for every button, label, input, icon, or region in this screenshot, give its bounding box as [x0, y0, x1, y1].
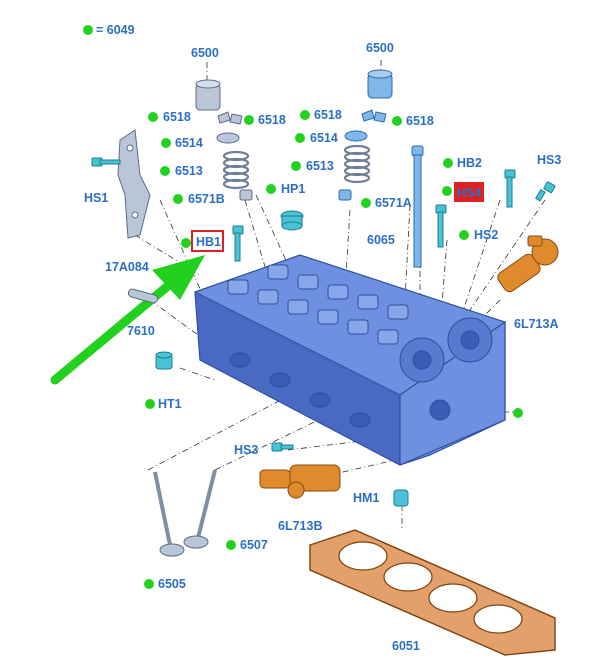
- bolt-icon: [435, 204, 447, 248]
- label-HS4[interactable]: HS4: [457, 186, 481, 200]
- label-HS2[interactable]: HS2: [474, 228, 498, 242]
- tappet-icon: [367, 69, 393, 99]
- sleeve-icon: [393, 489, 409, 507]
- gasket-icon: [309, 529, 556, 656]
- solenoid-icon: [259, 464, 341, 499]
- solenoid-icon: [497, 235, 559, 293]
- plug-icon: [280, 210, 304, 231]
- label-6514[interactable]: 6514: [310, 131, 338, 145]
- label-6500[interactable]: 6500: [191, 46, 219, 60]
- bolt-icon: [232, 225, 244, 262]
- bolt-icon: [504, 169, 516, 208]
- label-6518[interactable]: 6518: [258, 113, 286, 127]
- valve-keeper-icon: [217, 111, 231, 124]
- highlight-fill: [454, 182, 484, 202]
- bolt-icon: [411, 145, 424, 268]
- label-6505[interactable]: 6505: [158, 577, 186, 591]
- label-6L713B[interactable]: 6L713B: [278, 519, 322, 533]
- cylinder-head: [194, 254, 506, 466]
- valve-seal-icon: [239, 189, 253, 201]
- valve-seal-icon: [338, 189, 352, 201]
- label-HS3[interactable]: HS3: [537, 153, 561, 167]
- valve-icon: [153, 471, 185, 557]
- valve-keeper-icon: [361, 109, 375, 122]
- dowel-pin-icon: [127, 288, 159, 304]
- spring-icon: [343, 144, 371, 184]
- label-7610[interactable]: 7610: [127, 324, 155, 338]
- label-HS3[interactable]: HS3: [234, 443, 258, 457]
- label-6513[interactable]: 6513: [306, 159, 334, 173]
- legend-dot: [513, 408, 523, 418]
- label-6518[interactable]: 6518: [314, 108, 342, 122]
- label-HS1[interactable]: HS1: [84, 191, 108, 205]
- label-6518[interactable]: 6518: [163, 110, 191, 124]
- spring-icon: [222, 150, 250, 190]
- bolt-icon: [535, 181, 556, 202]
- label-6514[interactable]: 6514: [175, 136, 203, 150]
- label-6507[interactable]: 6507: [240, 538, 268, 552]
- valve-keeper-icon: [373, 111, 387, 123]
- label-6513[interactable]: 6513: [175, 164, 203, 178]
- label-HP1[interactable]: HP1: [281, 182, 305, 196]
- label-6571B[interactable]: 6571B: [188, 192, 225, 206]
- retainer-icon: [216, 132, 240, 144]
- label-17A084[interactable]: 17A084: [105, 260, 149, 274]
- bolt-icon: [271, 442, 294, 452]
- label-6500[interactable]: 6500: [366, 41, 394, 55]
- label-HT1[interactable]: HT1: [158, 397, 182, 411]
- legend-dot: [83, 25, 93, 35]
- label-HB2[interactable]: HB2: [457, 156, 482, 170]
- highlight-box: [191, 230, 224, 252]
- label-6L713A[interactable]: 6L713A: [514, 317, 558, 331]
- valve-keeper-icon: [229, 113, 243, 125]
- bolt-icon: [91, 157, 121, 167]
- label-HB1[interactable]: HB1: [196, 235, 221, 249]
- legend: = 6049: [83, 23, 135, 37]
- tappet-icon: [195, 79, 221, 111]
- label-6051[interactable]: 6051: [392, 639, 420, 653]
- plug-icon: [155, 351, 173, 370]
- valve-icon: [183, 469, 217, 549]
- legend-text: = 6049: [96, 23, 135, 37]
- part-labels: 6500 6500 6518 6518 6518 6518 6514 6514 …: [84, 41, 561, 653]
- retainer-icon: [344, 130, 368, 142]
- label-6065[interactable]: 6065: [367, 233, 395, 247]
- bracket-icon: [117, 129, 151, 239]
- label-6518[interactable]: 6518: [406, 114, 434, 128]
- label-6571A[interactable]: 6571A: [375, 196, 412, 210]
- label-HM1[interactable]: HM1: [353, 491, 379, 505]
